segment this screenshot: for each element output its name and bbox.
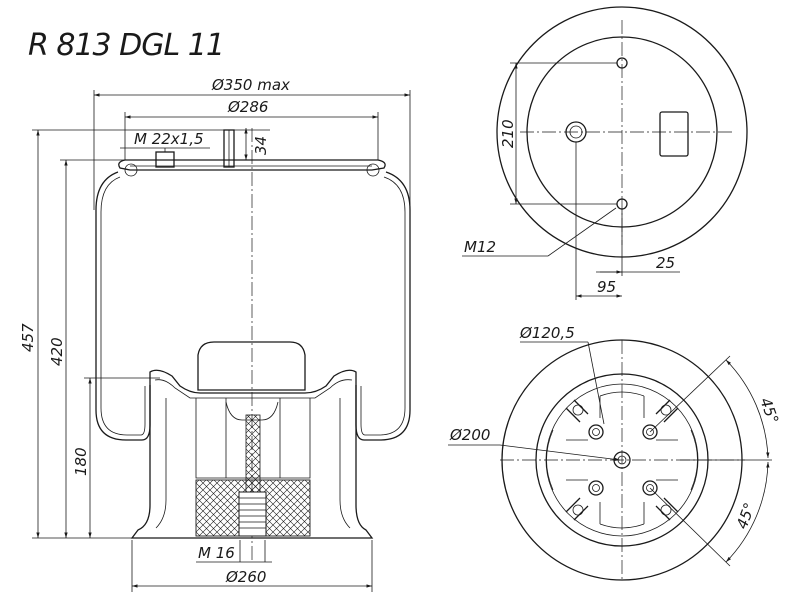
- dim-diameter-200: Ø200: [449, 426, 490, 444]
- bottom-view: Ø120,5 Ø200 45° 45°: [448, 324, 782, 581]
- dim-offset-95: 95: [597, 278, 616, 296]
- drawing-title: R 813 DGL 11: [28, 28, 224, 63]
- label-thread-m12: M12: [464, 238, 496, 256]
- dim-bolt-circle-120-5: Ø120,5: [519, 324, 575, 342]
- top-view: 210 M12 25 95: [462, 6, 748, 300]
- dim-diameter-260: Ø260: [225, 568, 266, 586]
- dim-diameter-286: Ø286: [227, 98, 268, 116]
- dim-height-420: 420: [48, 337, 66, 366]
- side-section-view: Ø350 max Ø286 M 22x1,5 34 457 420 180 M …: [19, 76, 411, 592]
- dim-angle-45-upper: 45°: [756, 395, 782, 426]
- dim-thread-m22: M 22x1,5: [134, 130, 204, 148]
- dim-angle-45-lower: 45°: [733, 500, 759, 531]
- dim-height-180: 180: [72, 447, 90, 476]
- dim-height-457: 457: [19, 323, 37, 352]
- dim-offset-25: 25: [656, 254, 675, 272]
- dim-bolt-spacing-210: 210: [499, 119, 517, 148]
- dim-height-34: 34: [252, 136, 270, 155]
- dim-diameter-350: Ø350 max: [211, 76, 290, 94]
- dim-thread-m16: M 16: [198, 544, 235, 562]
